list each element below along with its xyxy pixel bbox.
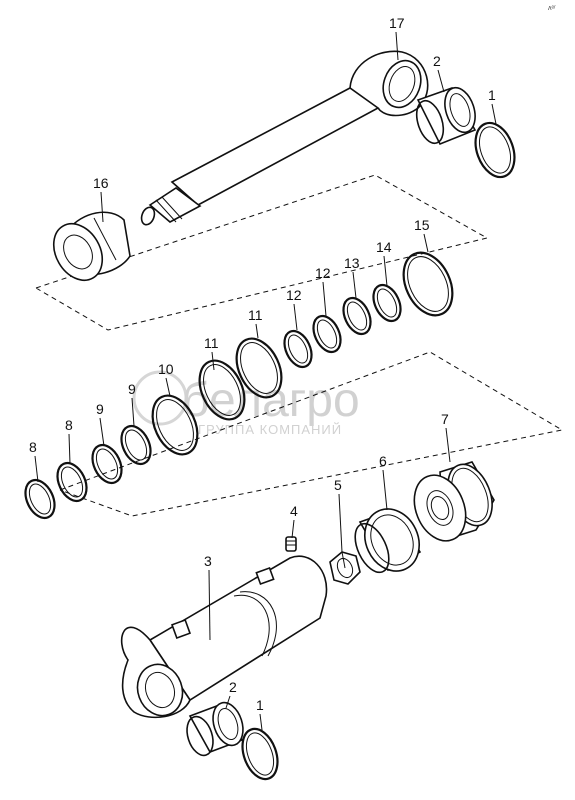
- corner-mark: ʌᵉʳ: [548, 5, 556, 12]
- callout-9-a: 9: [128, 381, 136, 397]
- callout-5: 5: [334, 477, 342, 493]
- seal-ring-12-b: [283, 329, 313, 369]
- cylinder-body: [120, 555, 328, 719]
- callout-3: 3: [204, 553, 212, 569]
- grease-nipple: [285, 536, 297, 552]
- seal-ring-9-a: [120, 424, 152, 466]
- seal-ring-8-a: [56, 461, 88, 503]
- callout-1-bottom: 1: [256, 697, 264, 713]
- callout-14: 14: [376, 239, 392, 255]
- bushing-bottom: [186, 701, 244, 757]
- guide-bushing: [52, 211, 131, 282]
- callout-1-top: 1: [488, 87, 496, 103]
- callout-16: 16: [93, 175, 109, 191]
- callout-11-a: 11: [248, 307, 263, 323]
- callout-8-a: 8: [65, 417, 73, 433]
- seal-ring-10: [151, 394, 199, 456]
- callout-4: 4: [290, 503, 298, 519]
- piston-rod: [140, 50, 429, 226]
- callout-9-b: 9: [96, 401, 104, 417]
- seal-ring-12-a: [312, 314, 342, 354]
- callout-2-top: 2: [433, 53, 441, 69]
- callout-10: 10: [158, 361, 174, 377]
- watermark: белагро ГРУППА КОМПАНИЙ: [132, 370, 360, 437]
- callout-numbers: 17 2 1 16 15 14 13 12 12 11 11 10 9 9 8 …: [29, 15, 496, 713]
- watermark-brand: белагро: [182, 374, 360, 427]
- seal-group-lower-outline: [59, 351, 564, 517]
- leader-lines: [34, 31, 497, 731]
- hex-nut: [329, 551, 361, 585]
- gland-sleeve: [354, 508, 422, 574]
- callout-17: 17: [389, 15, 405, 31]
- seal-ring-15: [402, 251, 454, 317]
- seal-ring-13: [342, 296, 372, 336]
- seal-ring-11-a: [235, 337, 283, 399]
- callout-8-b: 8: [29, 439, 37, 455]
- callout-6: 6: [379, 453, 387, 469]
- callout-15: 15: [414, 217, 430, 233]
- snap-ring-top: [474, 121, 516, 179]
- seal-rings-lower: [24, 394, 199, 520]
- callout-2-bottom: 2: [229, 679, 237, 695]
- callout-12-b: 12: [286, 287, 302, 303]
- seal-group-upper-outline: [35, 174, 489, 331]
- seal-ring-11-b: [198, 359, 246, 421]
- callout-12-a: 12: [315, 265, 331, 281]
- callout-7: 7: [441, 411, 449, 427]
- snap-ring-bottom: [241, 727, 279, 781]
- piston: [413, 461, 495, 542]
- callout-11-b: 11: [204, 335, 219, 351]
- seal-ring-9-b: [91, 443, 123, 485]
- seal-ring-14: [372, 283, 402, 323]
- bushing-top: [415, 86, 477, 146]
- callout-13: 13: [344, 255, 360, 271]
- watermark-tagline: ГРУППА КОМПАНИЙ: [198, 422, 342, 437]
- seal-ring-8-b: [24, 478, 56, 520]
- seal-rings-upper: [198, 251, 454, 421]
